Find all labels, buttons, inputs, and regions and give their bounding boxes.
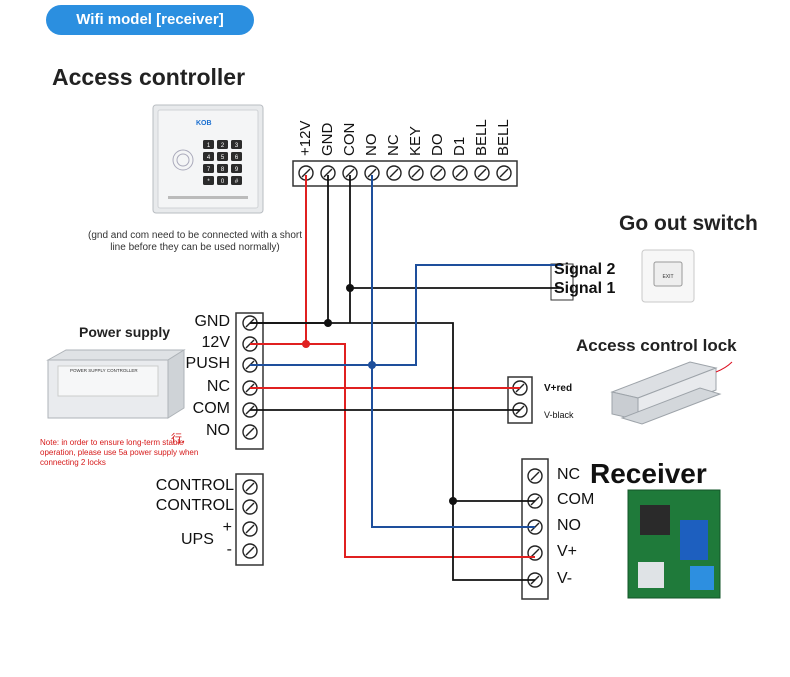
junction-con: [346, 284, 354, 292]
go-out-switch-title: Go out switch: [619, 212, 758, 235]
power-supply-device: POWER SUPPLY CONTROLLER: [46, 349, 186, 419]
keypad-key: [217, 164, 228, 173]
wire-receiver-vplus: [306, 343, 535, 558]
controller-terminal-screw: [320, 165, 336, 181]
power-terminal-screw: [242, 424, 258, 440]
power-terminal-label: COM: [192, 400, 230, 417]
power-terminal-screw: [242, 479, 258, 495]
power-control-label: -: [226, 541, 232, 558]
lock-vplus-label: V+red: [544, 383, 573, 394]
access-controller-title: Access controller: [52, 64, 246, 90]
keypad-key: [217, 176, 228, 185]
power-note-glyph: 行,: [171, 433, 186, 445]
keypad-key-label: 5: [221, 155, 225, 161]
keypad-key-label: 8: [221, 167, 225, 173]
receiver-terminal-label: NC: [557, 466, 581, 483]
keypad-key-label: 4: [207, 155, 211, 161]
power-terminal-label: NC: [206, 378, 230, 395]
power-terminal-screw: [242, 543, 258, 559]
junction-blue: [368, 361, 376, 369]
controller-terminal-label: NC: [385, 134, 402, 156]
keypad-key-label: #: [235, 179, 239, 185]
keypad-key: [217, 152, 228, 161]
wire-no-blue: [371, 175, 535, 528]
power-terminal-screw: [242, 521, 258, 537]
power-terminal-label: NO: [206, 422, 230, 439]
lock-vminus-label: V-black: [544, 410, 574, 420]
controller-terminal-label: BELL: [473, 119, 490, 156]
power-control-label: +: [222, 519, 232, 536]
keypad-key-label: 6: [235, 155, 239, 161]
junction-gnd: [324, 319, 332, 327]
model-badge: Wifi model [receiver]: [46, 5, 254, 35]
controller-terminal-screw: [364, 165, 380, 181]
controller-terminal-label: GND: [319, 122, 336, 156]
svg-text:EXIT: EXIT: [662, 274, 673, 280]
power-terminal-label: PUSH: [185, 355, 230, 372]
keypad-key-label: *: [207, 179, 210, 185]
power-terminal-label: 12V: [201, 334, 230, 351]
receiver-terminal-label: NO: [557, 517, 581, 534]
keypad-key-label: 2: [221, 143, 225, 149]
power-terminal-screw: [242, 499, 258, 515]
signal1-label: Signal 1: [554, 280, 616, 297]
controller-terminal-screw: [474, 165, 490, 181]
receiver-title: Receiver: [590, 458, 707, 489]
controller-terminal-screw: [452, 165, 468, 181]
keypad-key-label: 3: [235, 143, 239, 149]
keypad-key: [203, 140, 214, 149]
junction-com: [449, 497, 457, 505]
keypad-key-label: 1: [207, 143, 211, 149]
keypad-key: [203, 176, 214, 185]
power-device-label: POWER SUPPLY CONTROLLER: [70, 368, 138, 373]
device-brand: KOB: [196, 120, 212, 127]
wire-push-blue: [250, 264, 562, 366]
ups-label: UPS: [181, 531, 214, 548]
controller-terminal-label: +12V: [297, 120, 314, 156]
signal2-label: Signal 2: [554, 261, 616, 278]
lock-title: Access control lock: [576, 336, 737, 355]
keypad-key: [203, 164, 214, 173]
keypad-key: [217, 140, 228, 149]
access-controller-device: KOB 1 2 3 4 5 6 7 8 9 * 0 #: [152, 104, 264, 214]
controller-terminal-label: DO: [429, 133, 446, 157]
controller-terminal-screw: [386, 165, 402, 181]
receiver-terminal-label: V+: [557, 543, 578, 560]
controller-terminal-screw: [430, 165, 446, 181]
go-out-switch-device: EXIT: [641, 249, 695, 303]
receiver-terminal-screw: [527, 468, 543, 484]
keypad-key: [203, 152, 214, 161]
gnd-com-note: (gnd and com need to be connected with a…: [87, 230, 303, 253]
power-note: Note: in order to ensure long-term stabl…: [40, 438, 199, 467]
controller-terminal-label: KEY: [407, 125, 424, 156]
magnetic-lock-device: [610, 361, 733, 425]
keypad: 1 2 3 4 5 6 7 8 9 * 0 #: [203, 140, 242, 185]
receiver-board: [627, 489, 721, 599]
keypad-key-label: 7: [207, 167, 211, 173]
keypad-key-label: 9: [235, 167, 239, 173]
power-terminal-label: GND: [194, 313, 230, 330]
junction-red: [302, 340, 310, 348]
keypad-key: [231, 152, 242, 161]
power-control-label: CONTROL: [155, 497, 234, 514]
keypad-key: [231, 176, 242, 185]
controller-terminal-screw: [408, 165, 424, 181]
keypad-key-label: 0: [221, 179, 225, 185]
controller-terminal-label: CON: [341, 122, 358, 156]
wire-gnd-bus: [250, 322, 535, 581]
power-supply-title: Power supply: [79, 324, 171, 340]
controller-terminal-label: BELL: [495, 119, 512, 156]
controller-terminal-screw: [496, 165, 512, 181]
keypad-key: [231, 140, 242, 149]
receiver-terminal-label: COM: [557, 491, 595, 508]
controller-terminal-label: NO: [363, 133, 380, 157]
receiver-terminal-label: V-: [557, 570, 573, 587]
controller-terminal-label: D1: [451, 136, 468, 156]
keypad-key: [231, 164, 242, 173]
power-control-label: CONTROL: [155, 477, 234, 494]
